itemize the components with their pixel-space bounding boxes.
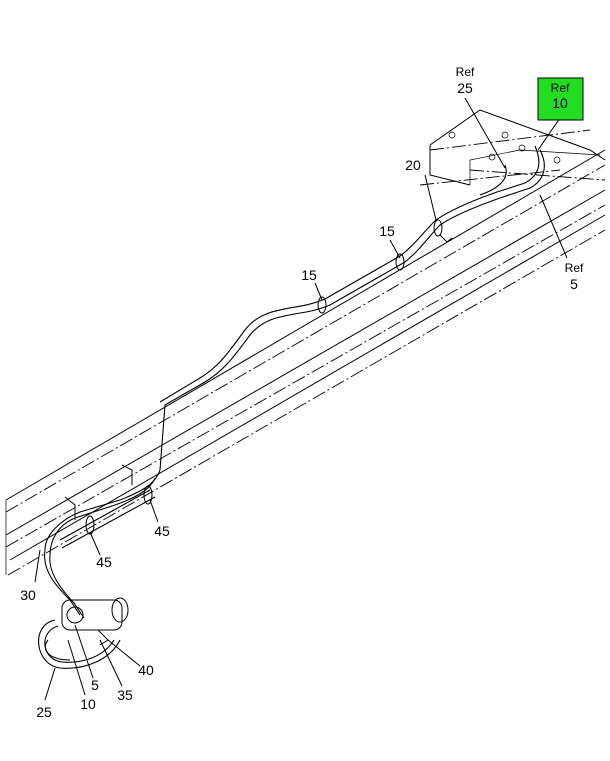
valve-assembly — [38, 597, 129, 669]
callout-ref10[interactable]: Ref 10 — [537, 77, 584, 121]
crossmember-plate — [419, 109, 606, 186]
callout-ref25-number: 25 — [457, 80, 473, 96]
callout-40: 40 — [138, 662, 154, 678]
callout-ref10-label: Ref — [551, 81, 570, 95]
tube-clips — [64, 219, 453, 535]
callout-ref5-label: Ref — [565, 261, 584, 275]
callout-ref10-number: 10 — [552, 95, 568, 111]
leader-lines — [34, 97, 568, 701]
callout-35: 35 — [117, 687, 133, 703]
callout-25: 25 — [36, 704, 52, 720]
tube-assembly — [44, 145, 545, 619]
callout-30: 30 — [20, 587, 36, 603]
callout-ref5: Ref 5 — [565, 261, 584, 292]
callout-45-left: 45 — [96, 554, 112, 570]
callout-20: 20 — [405, 157, 421, 173]
callout-5: 5 — [91, 677, 99, 693]
callout-15-lower: 15 — [301, 267, 317, 283]
callout-ref25-label: Ref — [456, 65, 475, 79]
callout-ref25: Ref 25 — [456, 65, 475, 96]
callout-ref5-number: 5 — [570, 276, 578, 292]
callout-45-right: 45 — [154, 523, 170, 539]
callout-10: 10 — [80, 696, 96, 712]
callout-15-upper: 15 — [379, 223, 395, 239]
highlight-box[interactable] — [537, 77, 584, 121]
frame-rail — [5, 149, 606, 576]
